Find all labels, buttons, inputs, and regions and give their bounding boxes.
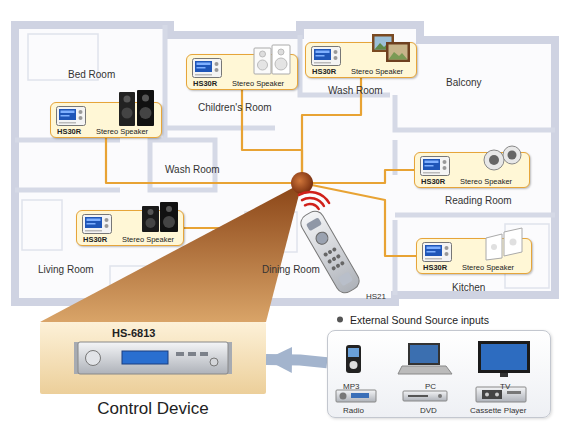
outer-wall xyxy=(15,25,555,302)
section-heading: External Sound Source inputs xyxy=(350,315,489,326)
wall xyxy=(393,220,398,295)
remote-button xyxy=(331,256,336,261)
ir-arc xyxy=(302,198,324,206)
model-name: HS30R xyxy=(83,236,107,244)
signal-beam xyxy=(40,183,302,322)
room-panel: HS30R Stereo Speaker xyxy=(416,238,532,274)
hub xyxy=(291,172,313,194)
signal-wire xyxy=(184,78,361,322)
model-name: HS30R xyxy=(57,128,81,136)
room-label: Reading Room xyxy=(445,196,512,206)
room-label: Kitchen xyxy=(452,283,485,293)
room-label: Children's Room xyxy=(198,103,272,113)
model-name: HS-6813 xyxy=(112,328,155,339)
remote-button xyxy=(332,247,337,252)
source-label: Radio xyxy=(343,407,364,415)
speaker-caption: Stereo Speaker xyxy=(96,128,148,136)
model-name: HS30R xyxy=(421,178,445,186)
source-label: TV xyxy=(500,383,510,391)
input-arrow xyxy=(266,360,327,363)
room-label: Living Room xyxy=(38,265,94,275)
wall xyxy=(15,188,120,193)
speaker-caption: Stereo Speaker xyxy=(122,236,174,244)
model-name: HS30R xyxy=(312,68,336,76)
signal-wire xyxy=(106,138,302,322)
ir-arc xyxy=(299,192,329,203)
remote-button xyxy=(340,261,345,266)
speaker-caption: Stereo Speaker xyxy=(462,264,514,272)
model-name: HS30R xyxy=(423,264,447,272)
room-label: Wash Room xyxy=(165,165,220,175)
source-box: External Sound Source inputs xyxy=(327,330,551,418)
remote-button xyxy=(335,263,340,268)
source-label: Cassette Player xyxy=(470,407,526,415)
control-device: HS-6813Control Device xyxy=(40,322,266,394)
remote-button xyxy=(323,252,328,257)
wall xyxy=(395,95,555,130)
room-panel: HS30R Stereo Speaker xyxy=(186,54,298,90)
remote-button xyxy=(306,217,322,231)
wall xyxy=(395,213,555,218)
remote-button xyxy=(336,254,341,259)
wall xyxy=(163,25,168,140)
remote-dpad xyxy=(314,230,330,246)
remote-button xyxy=(331,266,336,271)
signal-wire xyxy=(184,183,416,322)
speaker-caption: Stereo Speaker xyxy=(460,178,512,186)
source-label: PC xyxy=(425,383,436,391)
room-panel: HS30R Stereo Speaker xyxy=(305,42,417,78)
device-caption: Control Device xyxy=(40,400,266,417)
signal-wire xyxy=(184,170,414,322)
wall xyxy=(15,138,120,143)
ir-arc xyxy=(305,204,319,209)
room-panel: HS30R Stereo Speaker xyxy=(76,210,184,246)
remote-body xyxy=(298,208,363,296)
inner-walls xyxy=(15,25,555,302)
model-label: HS21 xyxy=(366,293,386,301)
furniture xyxy=(22,34,549,288)
source-label: DVD xyxy=(420,407,437,415)
source-label: MP3 xyxy=(343,383,359,391)
bullet xyxy=(337,317,343,323)
speaker-caption: Stereo Speaker xyxy=(351,68,403,76)
remote-button xyxy=(327,259,332,264)
room-panel: HS30R Stereo Speaker xyxy=(50,102,162,138)
signal-wire xyxy=(184,183,302,322)
signal-wire xyxy=(184,90,302,322)
remote-button xyxy=(327,249,332,254)
room-label: Dining Room xyxy=(262,265,320,275)
remote-control xyxy=(298,208,363,296)
room-label: Wash Room xyxy=(328,86,383,96)
ir-signal xyxy=(299,192,329,209)
cabinet xyxy=(22,200,62,250)
wall xyxy=(165,126,275,131)
speaker-caption: Stereo Speaker xyxy=(232,80,284,88)
room-label: Bed Room xyxy=(68,70,115,80)
model-name: HS30R xyxy=(193,80,217,88)
room-panel: HS30R Stereo Speaker xyxy=(414,152,530,188)
room-label: Balcony xyxy=(446,78,482,88)
remote-button xyxy=(338,272,353,287)
